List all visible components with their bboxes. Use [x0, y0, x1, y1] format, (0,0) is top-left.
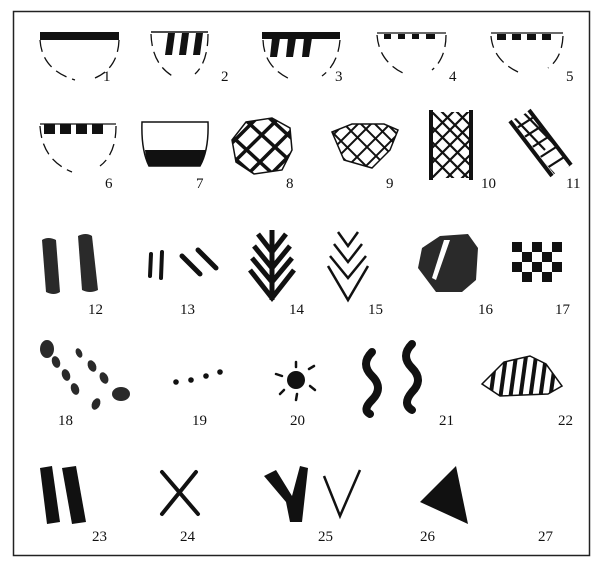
- motif-16-label: 16: [478, 302, 494, 318]
- motif-14-label: 14: [289, 302, 305, 318]
- motif-16-dark-sherd-white-stripe: [418, 234, 478, 292]
- motif-21-label: 21: [439, 413, 454, 429]
- motif-14-bold-chevrons: [250, 230, 294, 300]
- motif-17-label: 17: [555, 302, 571, 318]
- motif-17-checkerboard: [512, 242, 562, 282]
- motif-3-bowl-band-and-bars: [262, 32, 340, 80]
- motif-26-label: 26: [420, 529, 436, 545]
- motif-15-label: 15: [368, 302, 383, 318]
- motif-12-label: 12: [88, 302, 103, 318]
- motif-10-vertical-hatched-band: [420, 95, 485, 195]
- motif-19-dot-row: [173, 369, 223, 385]
- motif-5-bowl-rim-squares: [491, 33, 563, 72]
- motif-27-label: 27: [538, 529, 554, 545]
- motif-3-label: 3: [335, 69, 343, 85]
- motif-24-x-cross: [162, 472, 198, 514]
- motif-20-sun: [276, 362, 315, 400]
- motif-4-label: 4: [449, 69, 457, 85]
- motif-25-fork-and-v: [264, 466, 360, 522]
- motif-15-thin-chevrons: [328, 232, 368, 300]
- motif-1-label: 1: [103, 69, 111, 85]
- motif-22-label: 22: [558, 413, 573, 429]
- motif-12-broad-strokes: [42, 234, 98, 294]
- motif-9-sherd-fine-crosshatch: [325, 110, 405, 176]
- motif-8-label: 8: [286, 176, 294, 192]
- motif-2-bowl-vertical-bars: [151, 32, 208, 78]
- motif-4-bowl-rim-dashes: [377, 33, 446, 74]
- motif-8-sherd-crosshatch: [225, 105, 310, 185]
- motif-25-label: 25: [318, 529, 333, 545]
- motif-13-label: 13: [180, 302, 195, 318]
- motif-7-label: 7: [196, 176, 204, 192]
- motif-11-label: 11: [566, 176, 580, 192]
- motif-7-cup-solid-base: [142, 122, 208, 166]
- motif-9-label: 9: [386, 176, 394, 192]
- motif-6-label: 6: [105, 176, 113, 192]
- motif-26-solid-triangle: [420, 466, 468, 524]
- motif-6-bowl-rim-blocks: [40, 124, 116, 172]
- motif-23-label: 23: [92, 529, 107, 545]
- motif-19-label: 19: [192, 413, 207, 429]
- motif-11-diagonal-hatched-band: [500, 104, 578, 182]
- motif-2-label: 2: [221, 69, 229, 85]
- motif-18-scattered-blobs: [40, 340, 130, 411]
- motif-21-wavy-lines: [366, 344, 418, 414]
- motif-20-label: 20: [290, 413, 305, 429]
- motif-13-thin-strokes: [150, 250, 216, 278]
- motif-22-striped-sherd: [482, 356, 562, 400]
- motif-18-label: 18: [58, 413, 73, 429]
- motif-24-label: 24: [180, 529, 196, 545]
- motif-23-thick-bars: [40, 466, 86, 524]
- motif-5-label: 5: [566, 69, 574, 85]
- motif-10-label: 10: [481, 176, 496, 192]
